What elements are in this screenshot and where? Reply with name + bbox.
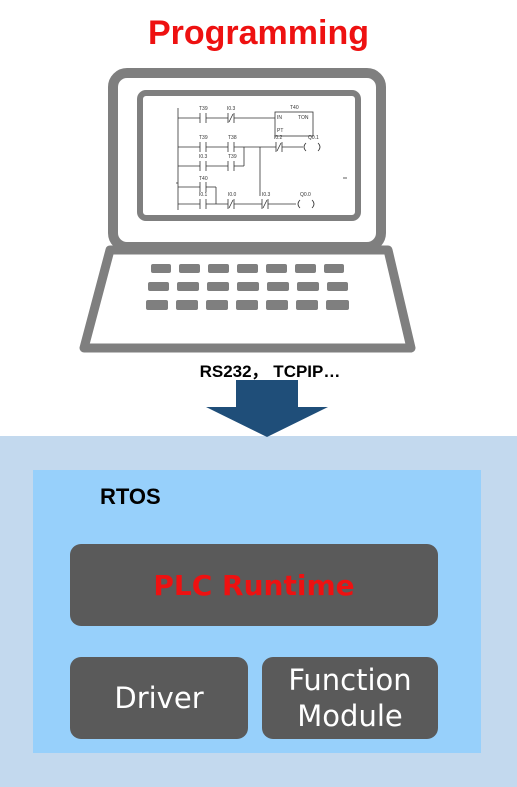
ladder-label: T40 xyxy=(290,105,299,111)
protocols-label: RS232， TCPIP… xyxy=(199,362,341,381)
ladder-label: I0.0 xyxy=(228,192,237,198)
ladder-label: I0.3 xyxy=(227,106,236,112)
down-arrow-icon xyxy=(206,380,328,437)
ladder-label: I0.1 xyxy=(199,192,208,198)
function-module-label-line2: Module xyxy=(297,699,403,733)
ladder-diagram xyxy=(176,108,347,210)
ladder-label: I0.3 xyxy=(262,192,271,198)
ladder-label: TON xyxy=(298,115,309,121)
ladder-label: PT xyxy=(277,128,283,134)
ladder-label: T39 xyxy=(228,154,237,160)
plc-runtime-label: PLC Runtime xyxy=(153,568,355,602)
function-module-box: Function Module xyxy=(262,657,438,739)
driver-label: Driver xyxy=(114,681,204,715)
ladder-label: T40 xyxy=(199,176,208,182)
ladder-label: Q0.0 xyxy=(300,192,311,198)
plc-runtime-box: PLC Runtime xyxy=(70,544,438,626)
ladder-label: I0.3 xyxy=(199,154,208,160)
laptop-icon: T39 I0.3 T40 IN TON T39 T38 I0.2 Q0.1 PT… xyxy=(79,68,416,353)
rtos-label: RTOS xyxy=(100,484,161,509)
keyboard-keys xyxy=(146,264,349,310)
ladder-label: T39 xyxy=(199,106,208,112)
ladder-label: IN xyxy=(277,115,282,121)
diagram-title: Programming xyxy=(147,14,370,52)
ladder-label: Q0.1 xyxy=(308,135,319,141)
function-module-label-line1: Function xyxy=(288,662,412,697)
ladder-label: T38 xyxy=(228,135,237,141)
ladder-label: T39 xyxy=(199,135,208,141)
ladder-label: I0.2 xyxy=(274,135,283,141)
driver-box: Driver xyxy=(70,657,248,739)
